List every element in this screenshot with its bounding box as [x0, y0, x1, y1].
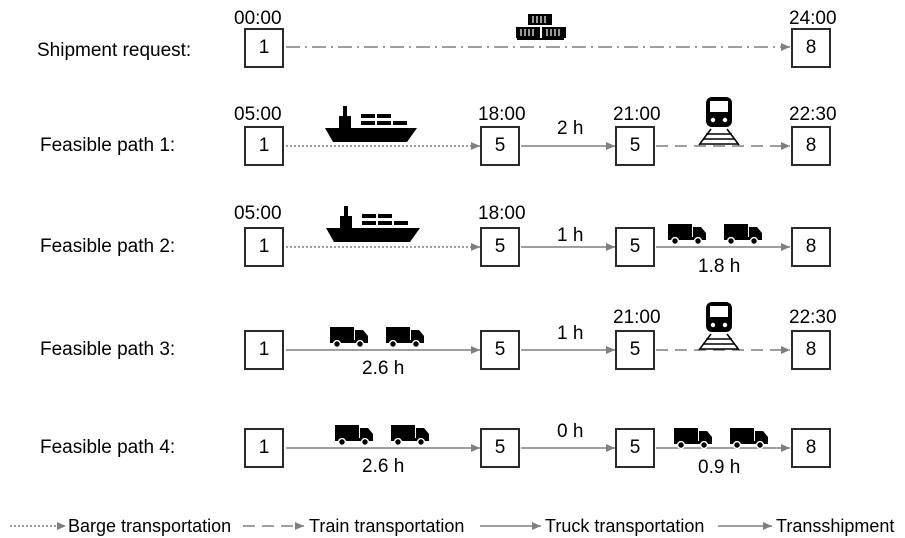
truck-icon	[391, 425, 429, 447]
row-label-path-3: Feasible path 3:	[40, 339, 176, 360]
node-box: 5	[615, 126, 655, 166]
time-label: 21:00	[613, 307, 661, 328]
node-box: 1	[244, 227, 284, 267]
node-box: 5	[480, 126, 520, 166]
node-box: 8	[791, 126, 831, 166]
time-label: 24:00	[789, 8, 837, 29]
duration-label: 1 h	[557, 225, 584, 246]
time-label: 18:00	[478, 203, 526, 224]
duration-label: 1.8 h	[698, 256, 741, 277]
ship-icon	[325, 106, 417, 142]
row-label-path-2: Feasible path 2:	[40, 236, 176, 257]
node-box: 5	[615, 428, 655, 468]
truck-icon	[335, 425, 373, 447]
time-label: 22:30	[789, 104, 837, 125]
time-label: 22:30	[789, 307, 837, 328]
node-box: 8	[791, 227, 831, 267]
node-box: 1	[244, 28, 284, 68]
node-box: 5	[615, 227, 655, 267]
train-icon	[698, 302, 740, 351]
truck-icon	[730, 428, 768, 450]
node-box: 5	[480, 330, 520, 370]
truck-icon	[330, 327, 368, 349]
truck-icon	[724, 224, 762, 246]
duration-label: 2.6 h	[362, 358, 405, 379]
train-icon	[698, 97, 740, 146]
legend-barge: Barge transportation	[68, 516, 232, 536]
row-label-path-4: Feasible path 4:	[40, 437, 176, 458]
legend-train: Train transportation	[309, 516, 465, 536]
time-label: 21:00	[613, 104, 661, 125]
node-box: 8	[791, 428, 831, 468]
node-box: 5	[615, 330, 655, 370]
legend-transshipment: Transshipment	[776, 516, 895, 536]
node-box: 8	[791, 28, 831, 68]
node-box: 1	[244, 126, 284, 166]
node-box: 8	[791, 330, 831, 370]
duration-label: 0 h	[557, 421, 584, 442]
truck-icon	[386, 327, 424, 349]
ship-icon	[326, 206, 420, 242]
node-box: 1	[244, 330, 284, 370]
duration-label: 1 h	[557, 323, 584, 344]
duration-label: 2.6 h	[362, 456, 405, 477]
duration-label: 2 h	[557, 118, 584, 139]
row-label-shipment-request: Shipment request:	[37, 40, 192, 61]
duration-label: 0.9 h	[698, 457, 741, 478]
row-label-path-1: Feasible path 1:	[40, 135, 176, 156]
legend-truck: Truck transportation	[545, 516, 705, 536]
time-label: 05:00	[234, 203, 282, 224]
time-label: 18:00	[478, 104, 526, 125]
node-box: 5	[480, 428, 520, 468]
node-box: 5	[480, 227, 520, 267]
truck-icon	[674, 428, 712, 450]
container-icon	[516, 14, 566, 40]
node-box: 1	[244, 428, 284, 468]
time-label: 00:00	[234, 8, 282, 29]
truck-icon	[668, 224, 706, 246]
time-label: 05:00	[234, 104, 282, 125]
